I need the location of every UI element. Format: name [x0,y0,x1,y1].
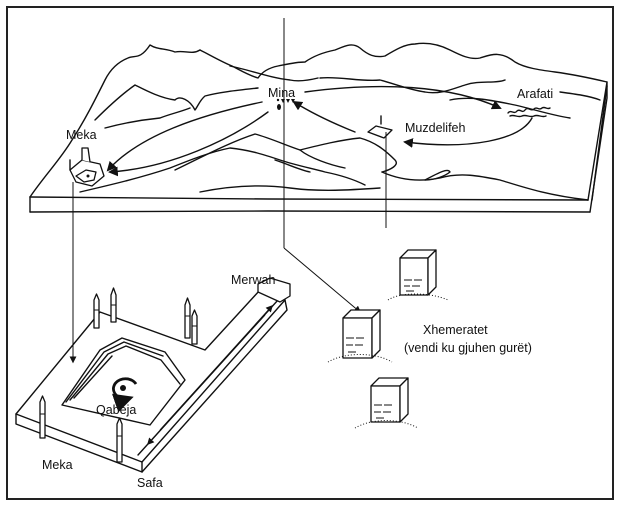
arrow-mina-to-meka-lower [108,111,269,177]
jamarat-pillar-icon [327,309,393,363]
mosque-platform-side [141,299,288,473]
ridge-line-6 [559,91,601,101]
foreground-hill-4 [381,171,589,201]
ridge-line-3 [229,65,319,82]
ridge-line-2 [104,107,191,129]
connector-line-mina-diagonal [283,247,362,313]
mosque-complex [15,277,291,473]
foreground-hill-7 [274,159,311,173]
label-merwah: Merwah [231,273,276,287]
ridge-line-1 [94,84,259,121]
mosque-platform-front [15,413,143,473]
minaret-icon [93,293,100,329]
courtyard-outer [61,337,186,426]
minaret-icon [191,309,198,345]
diagram-frame [6,6,614,500]
meka-building-icon [69,147,105,187]
courtyard-wall-3 [73,355,113,399]
ridge-line-4 [319,76,506,94]
arrow-mina-to-meka-upper [106,101,263,172]
foreground-hill-1 [79,147,366,193]
label-safa: Safa [137,476,163,490]
foreground-hill-5 [199,185,381,193]
minaret-icon [110,287,117,323]
jamarat-pillar-icon [354,377,419,429]
mosque-platform-outline [15,289,286,463]
mina-pillars-icon [276,98,295,110]
minaret-icon [116,417,123,463]
arafati-crowd-icon [507,106,551,118]
slab-right-side [587,81,608,213]
jamarat-pillar-icon [387,249,449,301]
merwah-block [257,277,291,303]
foreground-hill-2 [174,133,397,173]
ridge-line-5 [449,97,571,119]
muzdelifeh-icon [367,115,393,139]
courtyard-wall-1 [65,341,164,403]
foreground-hill-3 [299,149,346,169]
label-qabeja: Qabeja [96,403,137,417]
slab-right-inner [591,85,608,201]
slab-top-front-edge [29,196,589,201]
label-muzdelifeh: Muzdelifeh [405,121,466,135]
foreground-hill-6 [424,169,451,181]
left-ridge-edge [29,44,201,198]
minaret-icon [39,395,46,439]
label-mina: Mina [268,86,296,100]
back-mountain-ridge [199,42,608,83]
label-jamarat: Xhemeratet [423,323,488,337]
label-arafati: Arafati [517,87,554,101]
slab-bottom-edge [29,210,591,213]
kaaba-circulation-icon [111,377,138,413]
sai-arrow-to-merwah [159,304,273,431]
arrow-arafati-to-muzdelifeh [403,117,533,148]
courtyard-wall-2 [69,345,181,401]
landscape-block [29,18,608,364]
label-meka-mosque: Meka [42,458,73,472]
label-jamarat-description: (vendi ku gjuhen gurët) [404,341,532,355]
arrow-mina-to-arafati [304,85,502,110]
minaret-icon [184,297,191,339]
label-meka-landscape: Meka [66,128,97,142]
sai-arrow-to-safa [147,314,266,446]
arrow-muzdelifeh-to-mina [292,100,356,133]
